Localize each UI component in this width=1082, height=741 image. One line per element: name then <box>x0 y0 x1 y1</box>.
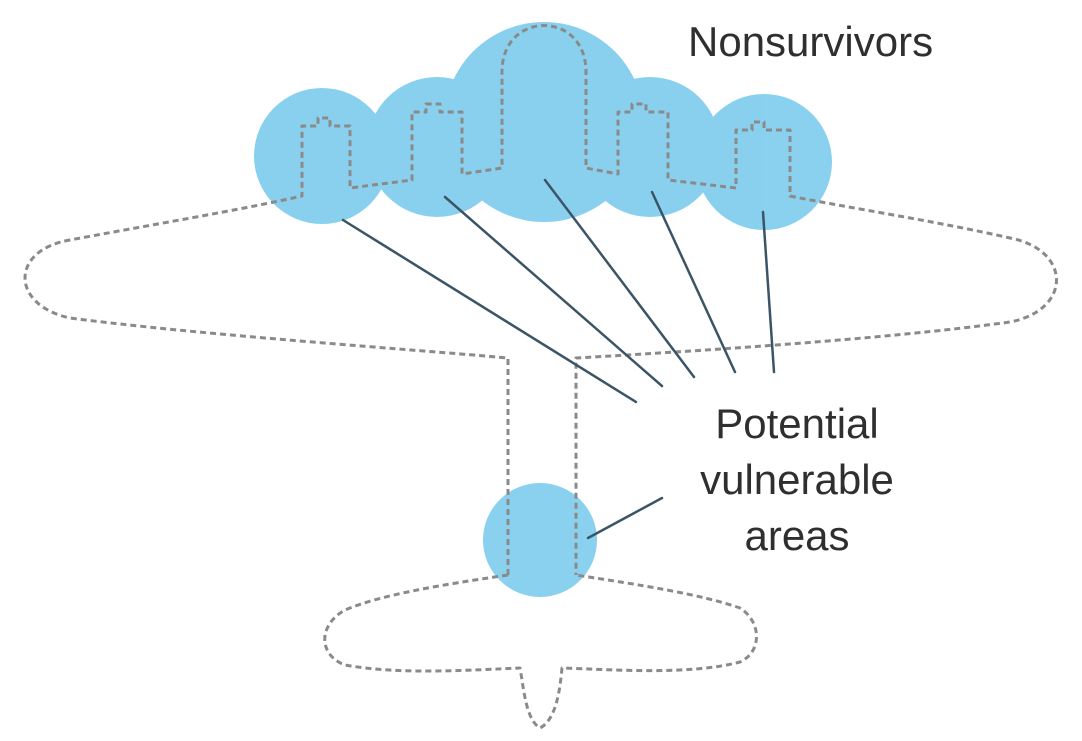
leader-line-4 <box>650 190 737 374</box>
leader-line-6 <box>586 496 664 540</box>
vulnerable-label-line-1: Potential <box>715 400 879 447</box>
nonsurvivors-label: Nonsurvivors <box>688 18 934 65</box>
leader-line-3 <box>543 178 696 379</box>
aircraft-outline <box>23 24 1058 730</box>
vulnerable-areas-label: Potential vulnerable areas <box>672 396 922 564</box>
vulnerable-label-line-3: areas <box>744 512 850 559</box>
leader-line-1 <box>341 218 638 404</box>
engine-zone-4 <box>696 94 832 230</box>
vulnerable-label-line-2: vulnerable <box>700 456 894 503</box>
engine-zone-1 <box>254 88 390 224</box>
highlight-zones <box>254 22 832 597</box>
tailplane-outline <box>323 573 758 730</box>
leader-line-2 <box>443 195 664 388</box>
leader-line-5 <box>761 210 776 374</box>
leader-lines <box>341 178 776 540</box>
tail-joint-zone <box>483 483 597 597</box>
